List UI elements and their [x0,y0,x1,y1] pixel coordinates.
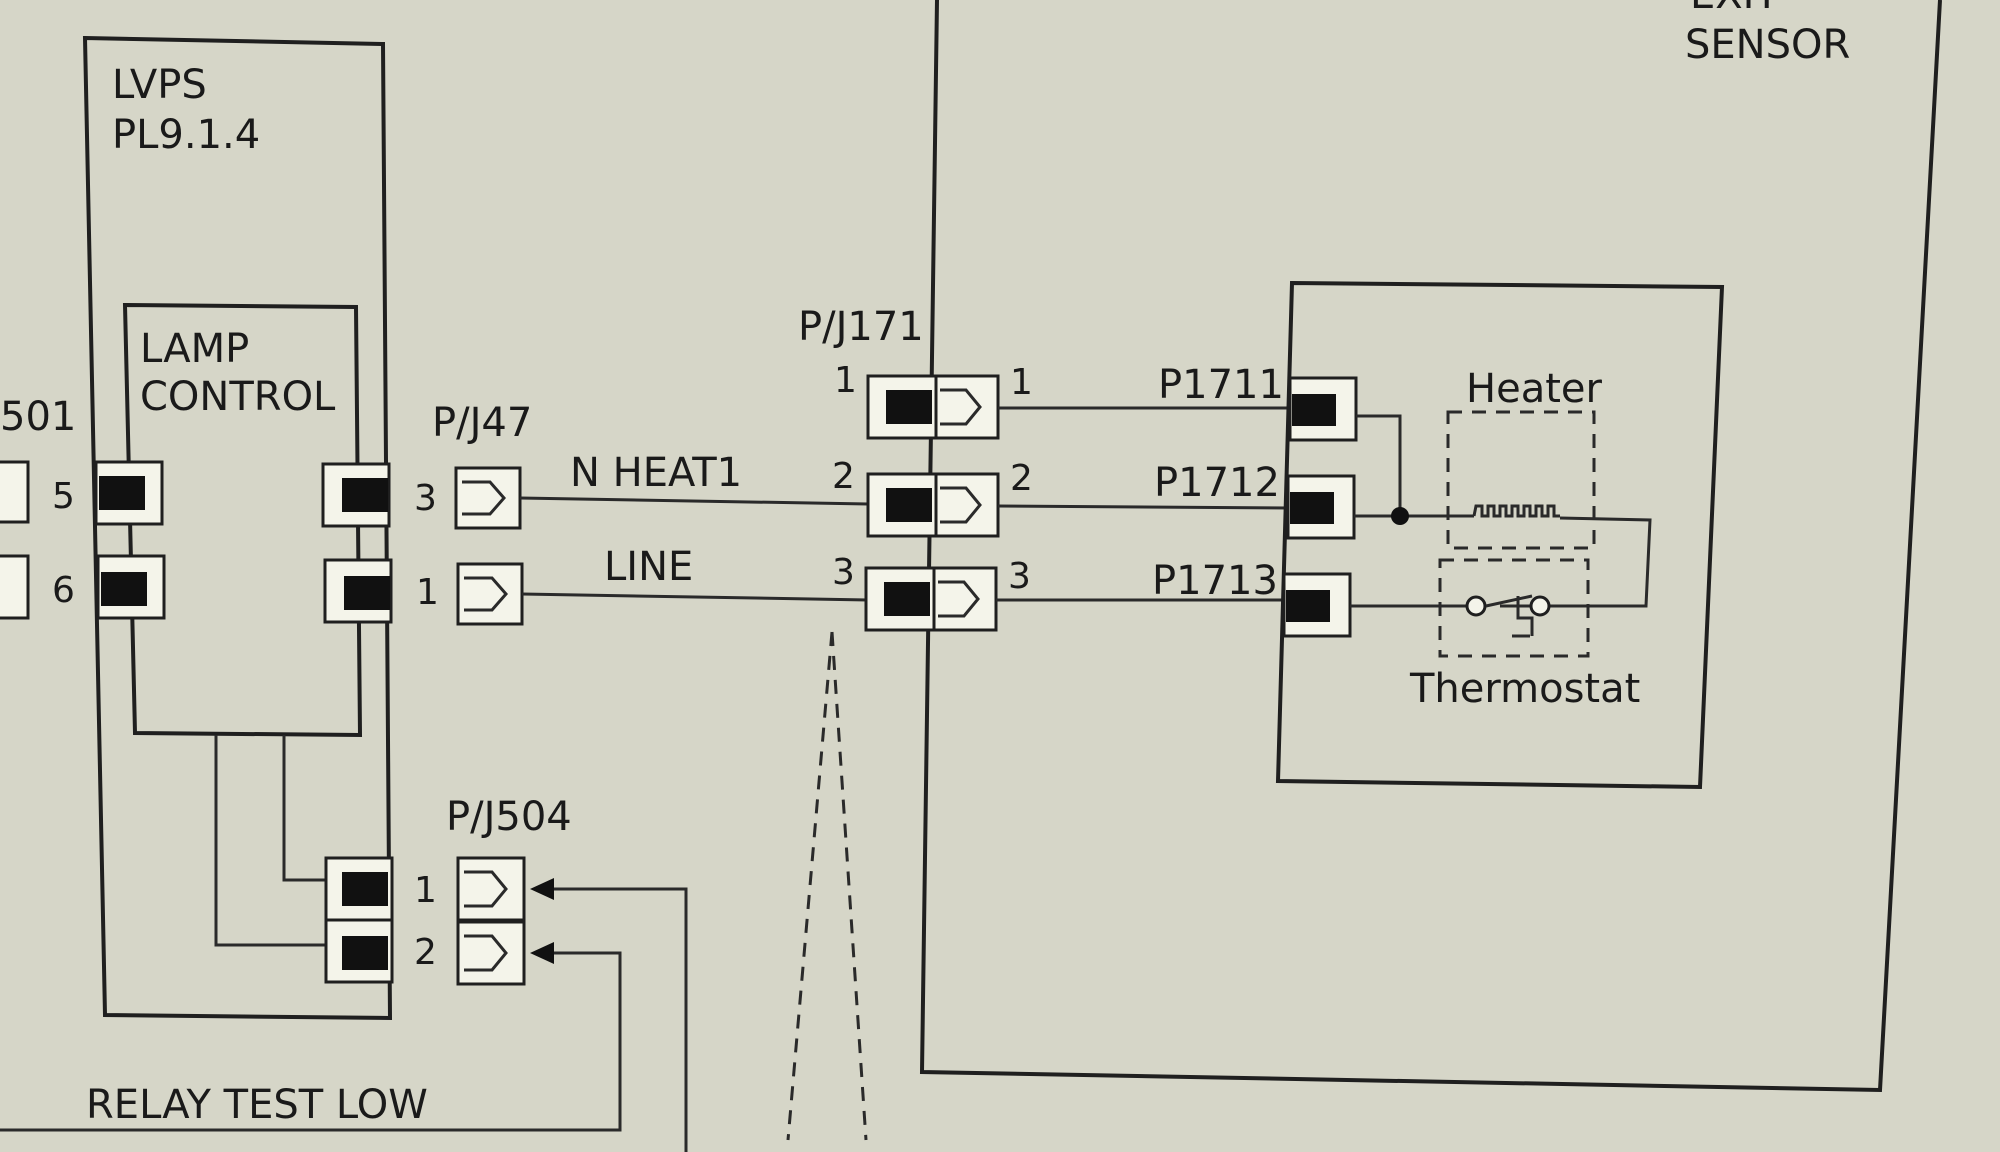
pj47-pin-1-label: 1 [416,572,439,613]
dashed-boundary-right [830,631,868,1141]
p1711-label: P1711 [1158,362,1284,408]
exit-sensor-label-top: EXIT [1690,0,1779,18]
connector-501-jack-6 [0,554,30,620]
exit-sensor-enclosure [919,0,1942,1093]
lamp-control-label-1: LAMP [140,326,249,372]
pj171-jack-2-contact [940,486,982,524]
lvps-pin-3 [342,478,388,512]
pj171-jack-2 [934,472,1000,538]
thermostat-contact-left [1465,595,1487,617]
thermostat-contact-right [1529,595,1551,617]
connector-501-label: 501 [0,394,76,440]
lvps-box [82,35,393,1021]
pin-6-label: 6 [52,570,75,611]
pj171-label: P/J171 [798,304,924,350]
pj504-pin-1-label: 1 [414,870,437,911]
lamp-control-pin-6 [101,572,147,606]
lvps-pj504-1-pin [342,872,388,906]
pj171-left-pin-2: 2 [832,456,855,497]
lamp-control-lower-wire-2 [282,735,326,882]
p1712-label: P1712 [1154,460,1280,506]
pj47-jack-1-contact [464,576,508,612]
pj171-left-pin-3: 3 [832,552,855,593]
lamp-control-lower-wire-1 [214,735,326,947]
relay-wire-2 [0,951,622,1132]
heater-wire-1 [1356,414,1402,516]
pj171-jack-1-contact [940,388,982,426]
pj171-jack-3 [932,566,998,632]
pj504-arrow-1 [530,878,554,900]
lamp-control-label-2: CONTROL [140,374,336,420]
pj47-pin-3-label: 3 [414,478,437,519]
pj504-label: P/J504 [446,794,572,840]
pj504-jack-2-contact [464,934,508,972]
pin-5-label: 5 [52,476,75,517]
pj171-jack-3-contact [938,580,980,618]
heater-dashed-box [1446,410,1596,550]
pj504-pin-2-label: 2 [414,932,437,973]
pj171-right-pin-3: 3 [1008,556,1031,597]
pj171-plug-3 [884,582,930,616]
lvps-title: LVPS [112,62,207,108]
wire-line [521,592,869,602]
heater-label: Heater [1466,366,1602,412]
thermostat-switch-symbol [1485,594,1534,638]
pj504-arrow-2 [530,942,554,964]
pj171-plug-1 [886,390,932,424]
relay-test-low-label: RELAY TEST LOW [86,1082,428,1128]
pj171-jack-1 [934,374,1000,440]
lvps-pj504-2-pin [342,936,388,970]
lamp-control-pin-5 [99,476,145,510]
pj47-jack-1 [456,562,524,626]
wire-n-heat1 [519,496,869,506]
p1713-pin [1286,590,1330,622]
thermostat-dashed-box [1438,558,1590,658]
exit-sensor-label: SENSOR [1685,22,1850,68]
pj171-left-pin-1: 1 [834,360,857,401]
heater-element-symbol [1472,504,1560,518]
wire-n-heat1-label: N HEAT1 [570,450,742,496]
thermostat-label: Thermostat [1409,666,1640,712]
pj171-right-pin-1: 1 [1010,362,1033,403]
lvps-reference: PL9.1.4 [112,112,260,158]
pj171-plug-2 [886,488,932,522]
junction-dot [1391,507,1409,525]
relay-wire-1 [554,887,688,1152]
pj47-jack-3 [454,466,522,530]
wire-line-label: LINE [604,544,693,590]
connector-501-jack-5 [0,460,30,524]
pj47-jack-3-contact [462,480,506,516]
pj47-label: P/J47 [432,400,532,446]
pj171-right-pin-2: 2 [1010,458,1033,499]
pj504-jack-1 [456,856,526,922]
lvps-pin-1 [344,576,390,610]
dashed-boundary-left [786,631,834,1141]
p1713-label: P1713 [1152,558,1278,604]
pj504-jack-2 [456,920,526,986]
heater-return-wire [1500,516,1652,608]
pj504-jack-1-contact [464,870,508,908]
wire-to-p1712 [997,504,1289,510]
p1711-pin [1292,394,1336,426]
p1712-pin [1290,492,1334,524]
